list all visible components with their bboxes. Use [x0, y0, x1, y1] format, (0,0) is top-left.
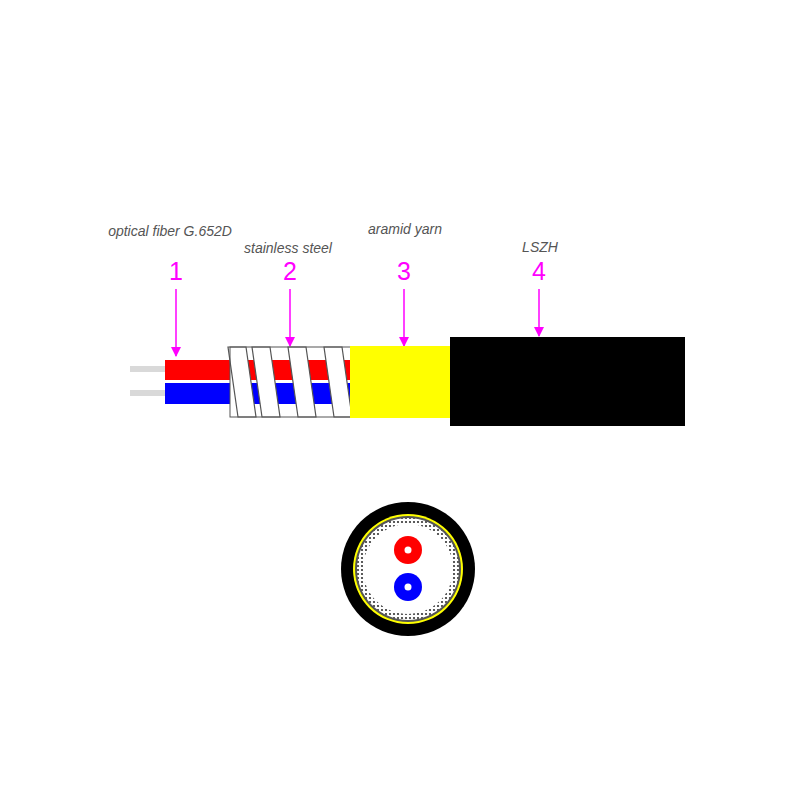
part-name: stainless steel	[244, 240, 332, 256]
cross-section	[341, 502, 475, 636]
callout-number: 3	[397, 257, 411, 286]
callout-number: 4	[532, 257, 546, 286]
steel-tube	[228, 347, 352, 417]
callout-number: 2	[283, 257, 297, 286]
leader-arrow	[538, 289, 540, 336]
lszh-jacket	[450, 337, 685, 426]
spiral-band	[288, 347, 316, 417]
spiral-band	[324, 347, 352, 417]
spiral-band	[228, 347, 256, 417]
part-name: LSZH	[522, 239, 558, 255]
blue-fiber	[165, 383, 233, 404]
leader-arrow	[403, 289, 405, 346]
leader-arrow	[175, 289, 177, 356]
aramid-layer	[350, 346, 452, 418]
leader-arrow	[289, 289, 291, 346]
red-fiber	[165, 360, 233, 380]
part-name: aramid yarn	[368, 221, 442, 237]
part-name: optical fiber G.652D	[108, 223, 232, 239]
bare-fiber	[130, 366, 166, 372]
callout-number: 1	[169, 257, 183, 286]
spiral-band	[252, 347, 280, 417]
bare-fiber	[130, 390, 166, 396]
